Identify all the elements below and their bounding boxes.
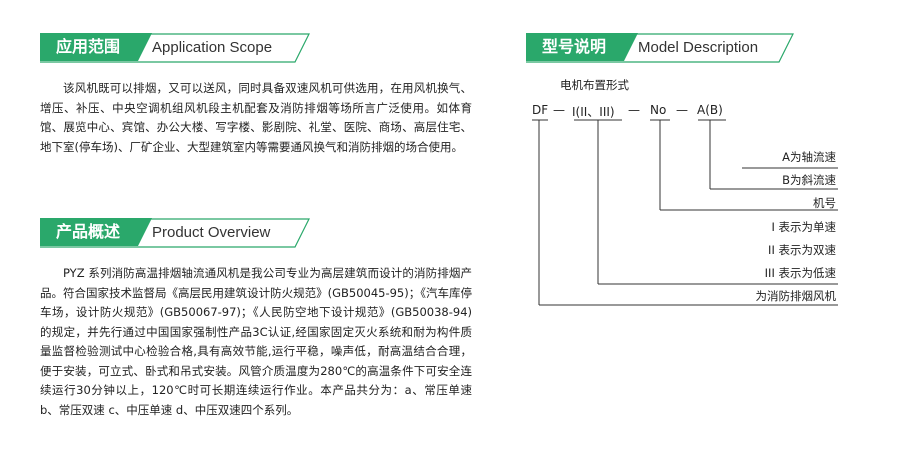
application-scope-title-cn: 应用范围 — [40, 33, 152, 61]
code-ab: A(B) — [697, 103, 723, 117]
legend-double-speed: II 表示为双速 — [768, 243, 836, 257]
code-speed: I(II、III) — [572, 105, 615, 119]
model-description-title-cn: 型号说明 — [526, 33, 638, 61]
legend-mixed-flow: B为斜流速 — [782, 173, 836, 187]
code-no: No — [650, 103, 667, 117]
model-description-header: 型号说明 Model Description — [526, 33, 794, 63]
legend-axial: A为轴流速 — [782, 150, 836, 164]
code-dash-1: — — [553, 103, 565, 117]
model-description-title-en: Model Description — [638, 39, 759, 56]
header-outline — [40, 33, 310, 63]
application-scope-text: 该风机既可以排烟，又可以送风，同时具备双速风机可供选用，在用风机换气、增压、补压… — [40, 81, 472, 154]
application-scope-header: 应用范围 Application Scope — [40, 33, 310, 63]
code-df: DF — [532, 103, 549, 117]
header-outline — [526, 33, 794, 63]
legend-low-speed: III 表示为低速 — [764, 266, 836, 280]
legend-smoke-exhaust-fan: 为消防排烟风机 — [755, 289, 837, 303]
application-scope-title-en: Application Scope — [152, 39, 273, 56]
legend-single-speed: I 表示为单速 — [771, 220, 836, 234]
code-dash-3: — — [676, 103, 688, 117]
product-overview-header: 产品概述 Product Overview — [40, 218, 310, 248]
product-overview-text: PYZ 系列消防高温排烟轴流通风机是我公司专业为高层建筑而设计的消防排烟产品。符… — [40, 266, 472, 417]
motor-arrangement-label: 电机布置形式 — [560, 78, 629, 92]
product-overview-title-en: Product Overview — [152, 224, 271, 241]
code-dash-2: — — [628, 103, 640, 117]
product-overview-title-cn: 产品概述 — [40, 218, 152, 246]
legend-machine-number: 机号 — [813, 196, 836, 210]
header-outline — [40, 218, 310, 248]
